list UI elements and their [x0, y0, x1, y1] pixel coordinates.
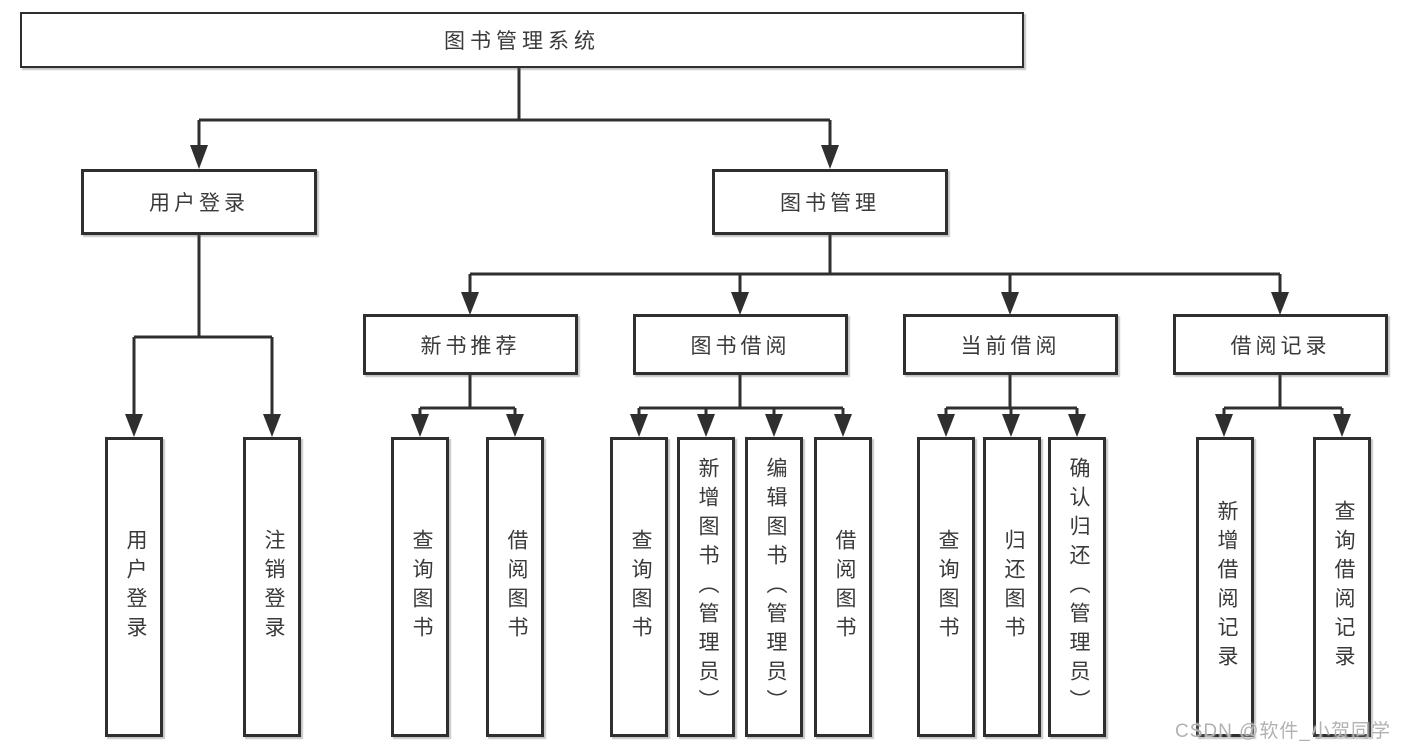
leaf-logout: 注销登录 [243, 437, 301, 737]
leaf-edit-books-admin: 编辑图书（管理员） [745, 437, 803, 737]
leaf-return-books: 归还图书 [983, 437, 1041, 737]
node-book-borrow: 图书借阅 [633, 314, 848, 375]
node-current-borrow: 当前借阅 [903, 314, 1118, 375]
node-user-login-branch: 用户登录 [81, 169, 317, 235]
leaf-borrow-books: 借阅图书 [814, 437, 872, 737]
leaf-query-books-borrow: 查询图书 [610, 437, 668, 737]
node-root-system: 图书管理系统 [20, 12, 1024, 68]
leaf-user-login: 用户登录 [105, 437, 163, 737]
node-book-management-branch: 图书管理 [712, 169, 948, 235]
csdn-watermark: CSDN @软件_小贺同学 [1175, 721, 1391, 742]
leaf-add-borrow-record: 新增借阅记录 [1196, 437, 1254, 737]
leaf-borrow-books-newbook: 借阅图书 [486, 437, 544, 737]
node-new-book-recommend: 新书推荐 [363, 314, 578, 375]
leaf-query-books-current: 查询图书 [917, 437, 975, 737]
leaf-query-books-newbook: 查询图书 [391, 437, 449, 737]
leaf-add-books-admin: 新增图书（管理员） [677, 437, 735, 737]
node-borrow-records: 借阅记录 [1173, 314, 1388, 375]
leaf-confirm-return-admin: 确认归还（管理员） [1048, 437, 1106, 737]
leaf-query-borrow-record: 查询借阅记录 [1313, 437, 1371, 737]
